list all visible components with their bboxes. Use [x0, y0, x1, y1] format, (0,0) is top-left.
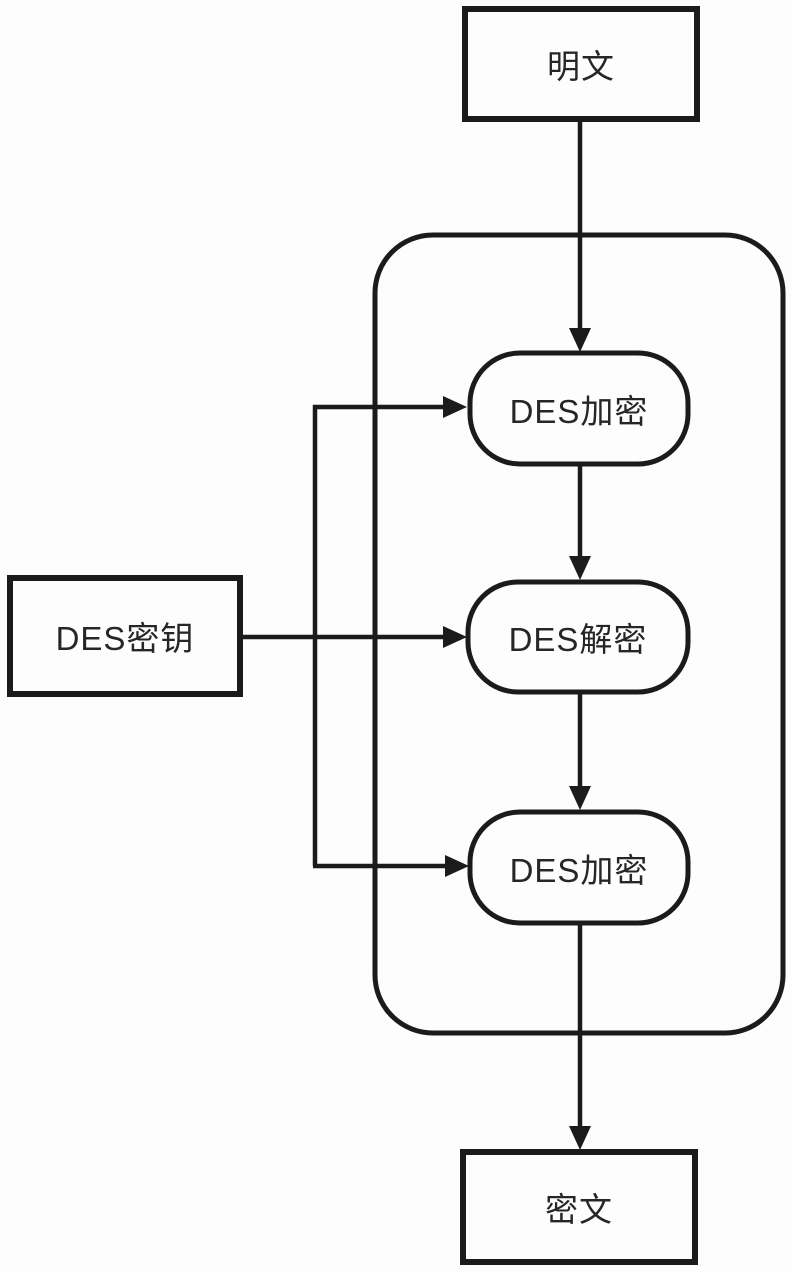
arrowhead-key-encrypt1	[443, 396, 467, 418]
arrowhead-into-decrypt	[569, 556, 591, 580]
des-encrypt-1-label: DES加密	[509, 392, 649, 430]
des-decrypt-label: DES解密	[508, 621, 648, 658]
arrowhead-key-encrypt2	[445, 855, 469, 877]
ciphertext-node	[460, 1149, 698, 1265]
arrowhead-into-encrypt2	[569, 786, 591, 810]
des-encrypt-2-label: DES加密	[509, 851, 649, 889]
arrowhead-key-decrypt	[443, 626, 467, 648]
des-key-label: DES密钥	[55, 620, 195, 657]
plaintext-label: 明文	[547, 48, 615, 85]
ciphertext-label: 密文	[545, 1191, 613, 1228]
arrowhead-into-ciphertext	[569, 1126, 591, 1150]
arrowhead-into-encrypt1	[569, 328, 591, 352]
